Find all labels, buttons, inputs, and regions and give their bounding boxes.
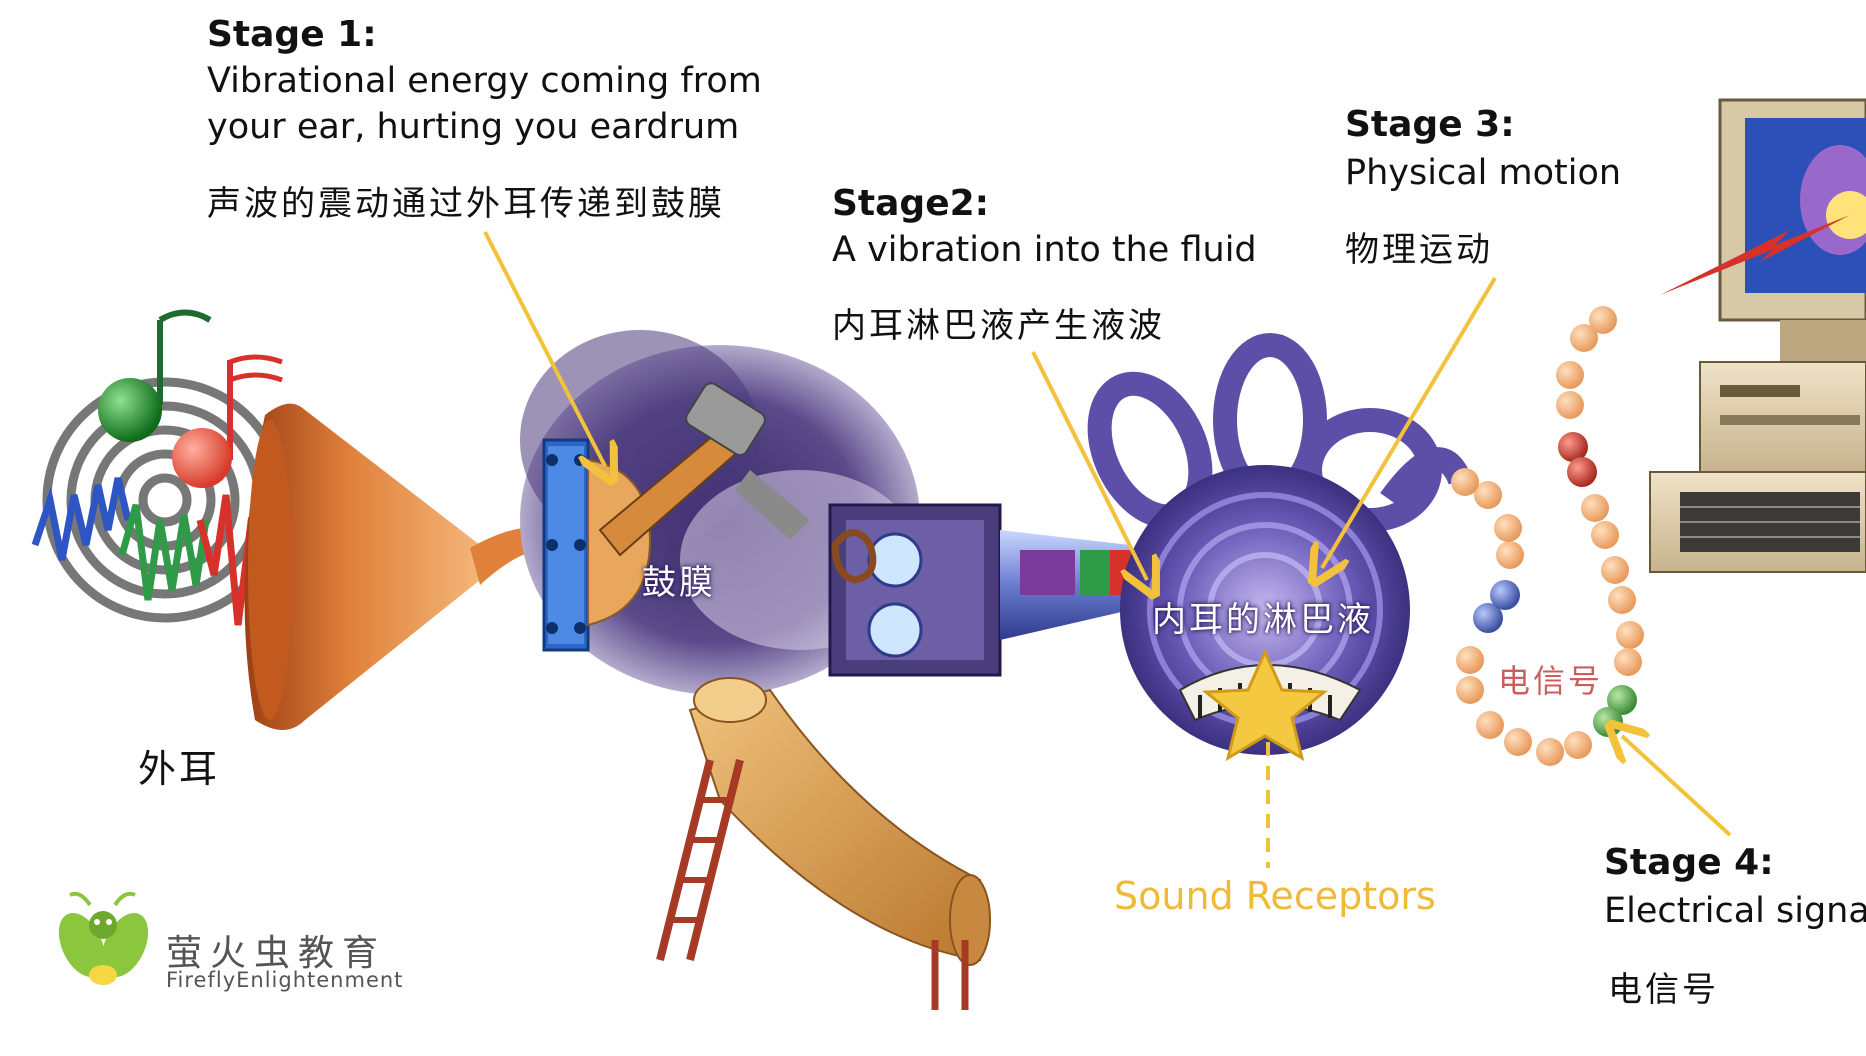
music-note-green-icon [98,309,212,442]
stage1-title: Stage 1: [207,14,377,55]
horn-icon [244,403,552,730]
stage4-line1: Electrical signal [1604,891,1866,931]
signal-beads [1451,306,1644,766]
stage3-cn: 物理运动 [1345,230,1493,270]
stage4-title: Stage 4: [1604,842,1774,883]
stage-arrows [483,231,1732,837]
stage1-line1: Vibrational energy coming from [207,61,762,101]
middle-ear-box [828,503,1002,677]
stage2-title: Stage2: [832,183,990,224]
star-icon [1202,648,1328,762]
stage1-cn: 声波的震动通过外耳传递到鼓膜 [207,184,725,224]
hammer-icon [598,382,810,557]
sound-receptors-label: Sound Receptors [1114,874,1436,918]
eardrum-label: 鼓膜 [642,563,716,603]
stage2-cn: 内耳淋巴液产生液波 [832,306,1165,346]
lightning-icon [1660,215,1850,295]
firefly-logo-icon [58,891,149,985]
electric-signal-label: 电信号 [1498,662,1604,700]
computer-icon [1649,98,1866,573]
stage2-line1: A vibration into the fluid [832,230,1257,270]
stage4-cn: 电信号 [1608,970,1719,1010]
slide-icon [656,677,991,1010]
inner-ear-fluid-label: 内耳的淋巴液 [1152,600,1374,640]
stage1-line2: your ear, hurting you eardrum [207,107,740,147]
fluid-tube [1000,530,1132,640]
logo-name-en: FireflyEnlightenment [166,968,404,992]
outer-ear-label: 外耳 [138,747,221,791]
stage3-title: Stage 3: [1345,104,1515,145]
logo-name-cn: 萤火虫教育 [166,933,387,974]
spiral-waves-icon [31,377,288,626]
music-note-red-icon [172,354,283,488]
stage3-line1: Physical motion [1345,153,1622,193]
